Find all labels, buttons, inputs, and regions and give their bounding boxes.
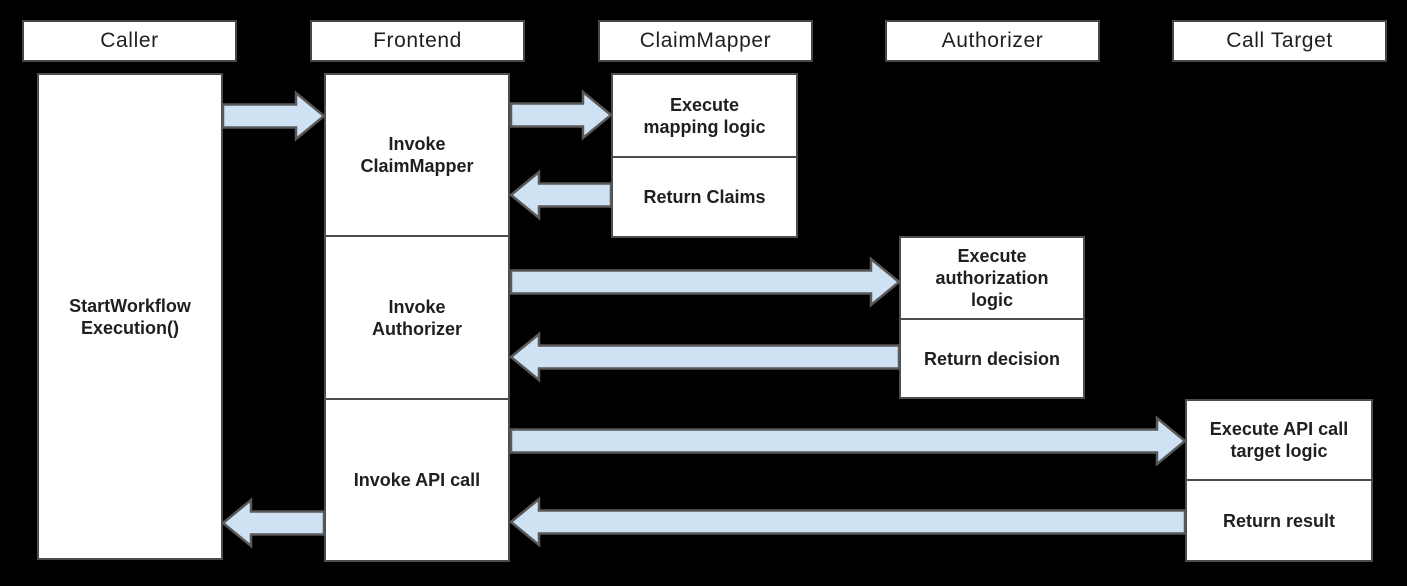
lane-header-claimmapper: ClaimMapper [598,20,813,62]
box-return-decision: Return decision [899,318,1085,399]
box-return-result: Return result [1185,479,1373,562]
box-invoke-claimmapper: Invoke ClaimMapper [324,73,510,237]
arrow-frontend-to-authorizer [509,256,901,308]
box-invoke-authorizer: Invoke Authorizer [324,235,510,400]
box-return-claims: Return Claims [611,156,798,238]
arrow-frontend-to-call-target [509,415,1187,467]
lane-header-frontend: Frontend [310,20,525,62]
arrow-claimmapper-to-frontend [509,169,613,221]
box-invoke-api-call: Invoke API call [324,398,510,562]
box-execute-authorization-logic: Execute authorization logic [899,236,1085,320]
lane-header-authorizer: Authorizer [885,20,1100,62]
arrow-frontend-to-claimmapper [509,89,613,141]
lane-header-caller: Caller [22,20,237,62]
box-execute-mapping-logic: Execute mapping logic [611,73,798,158]
arrow-frontend-to-caller [221,497,326,549]
lane-header-call-target: Call Target [1172,20,1387,62]
arrow-authorizer-to-frontend [509,331,901,383]
arrow-caller-to-frontend [221,90,326,142]
box-start-workflow-execution: StartWorkflow Execution() [37,73,223,560]
box-execute-api-call-target-logic: Execute API call target logic [1185,399,1373,481]
arrow-call-target-to-frontend [509,496,1187,548]
